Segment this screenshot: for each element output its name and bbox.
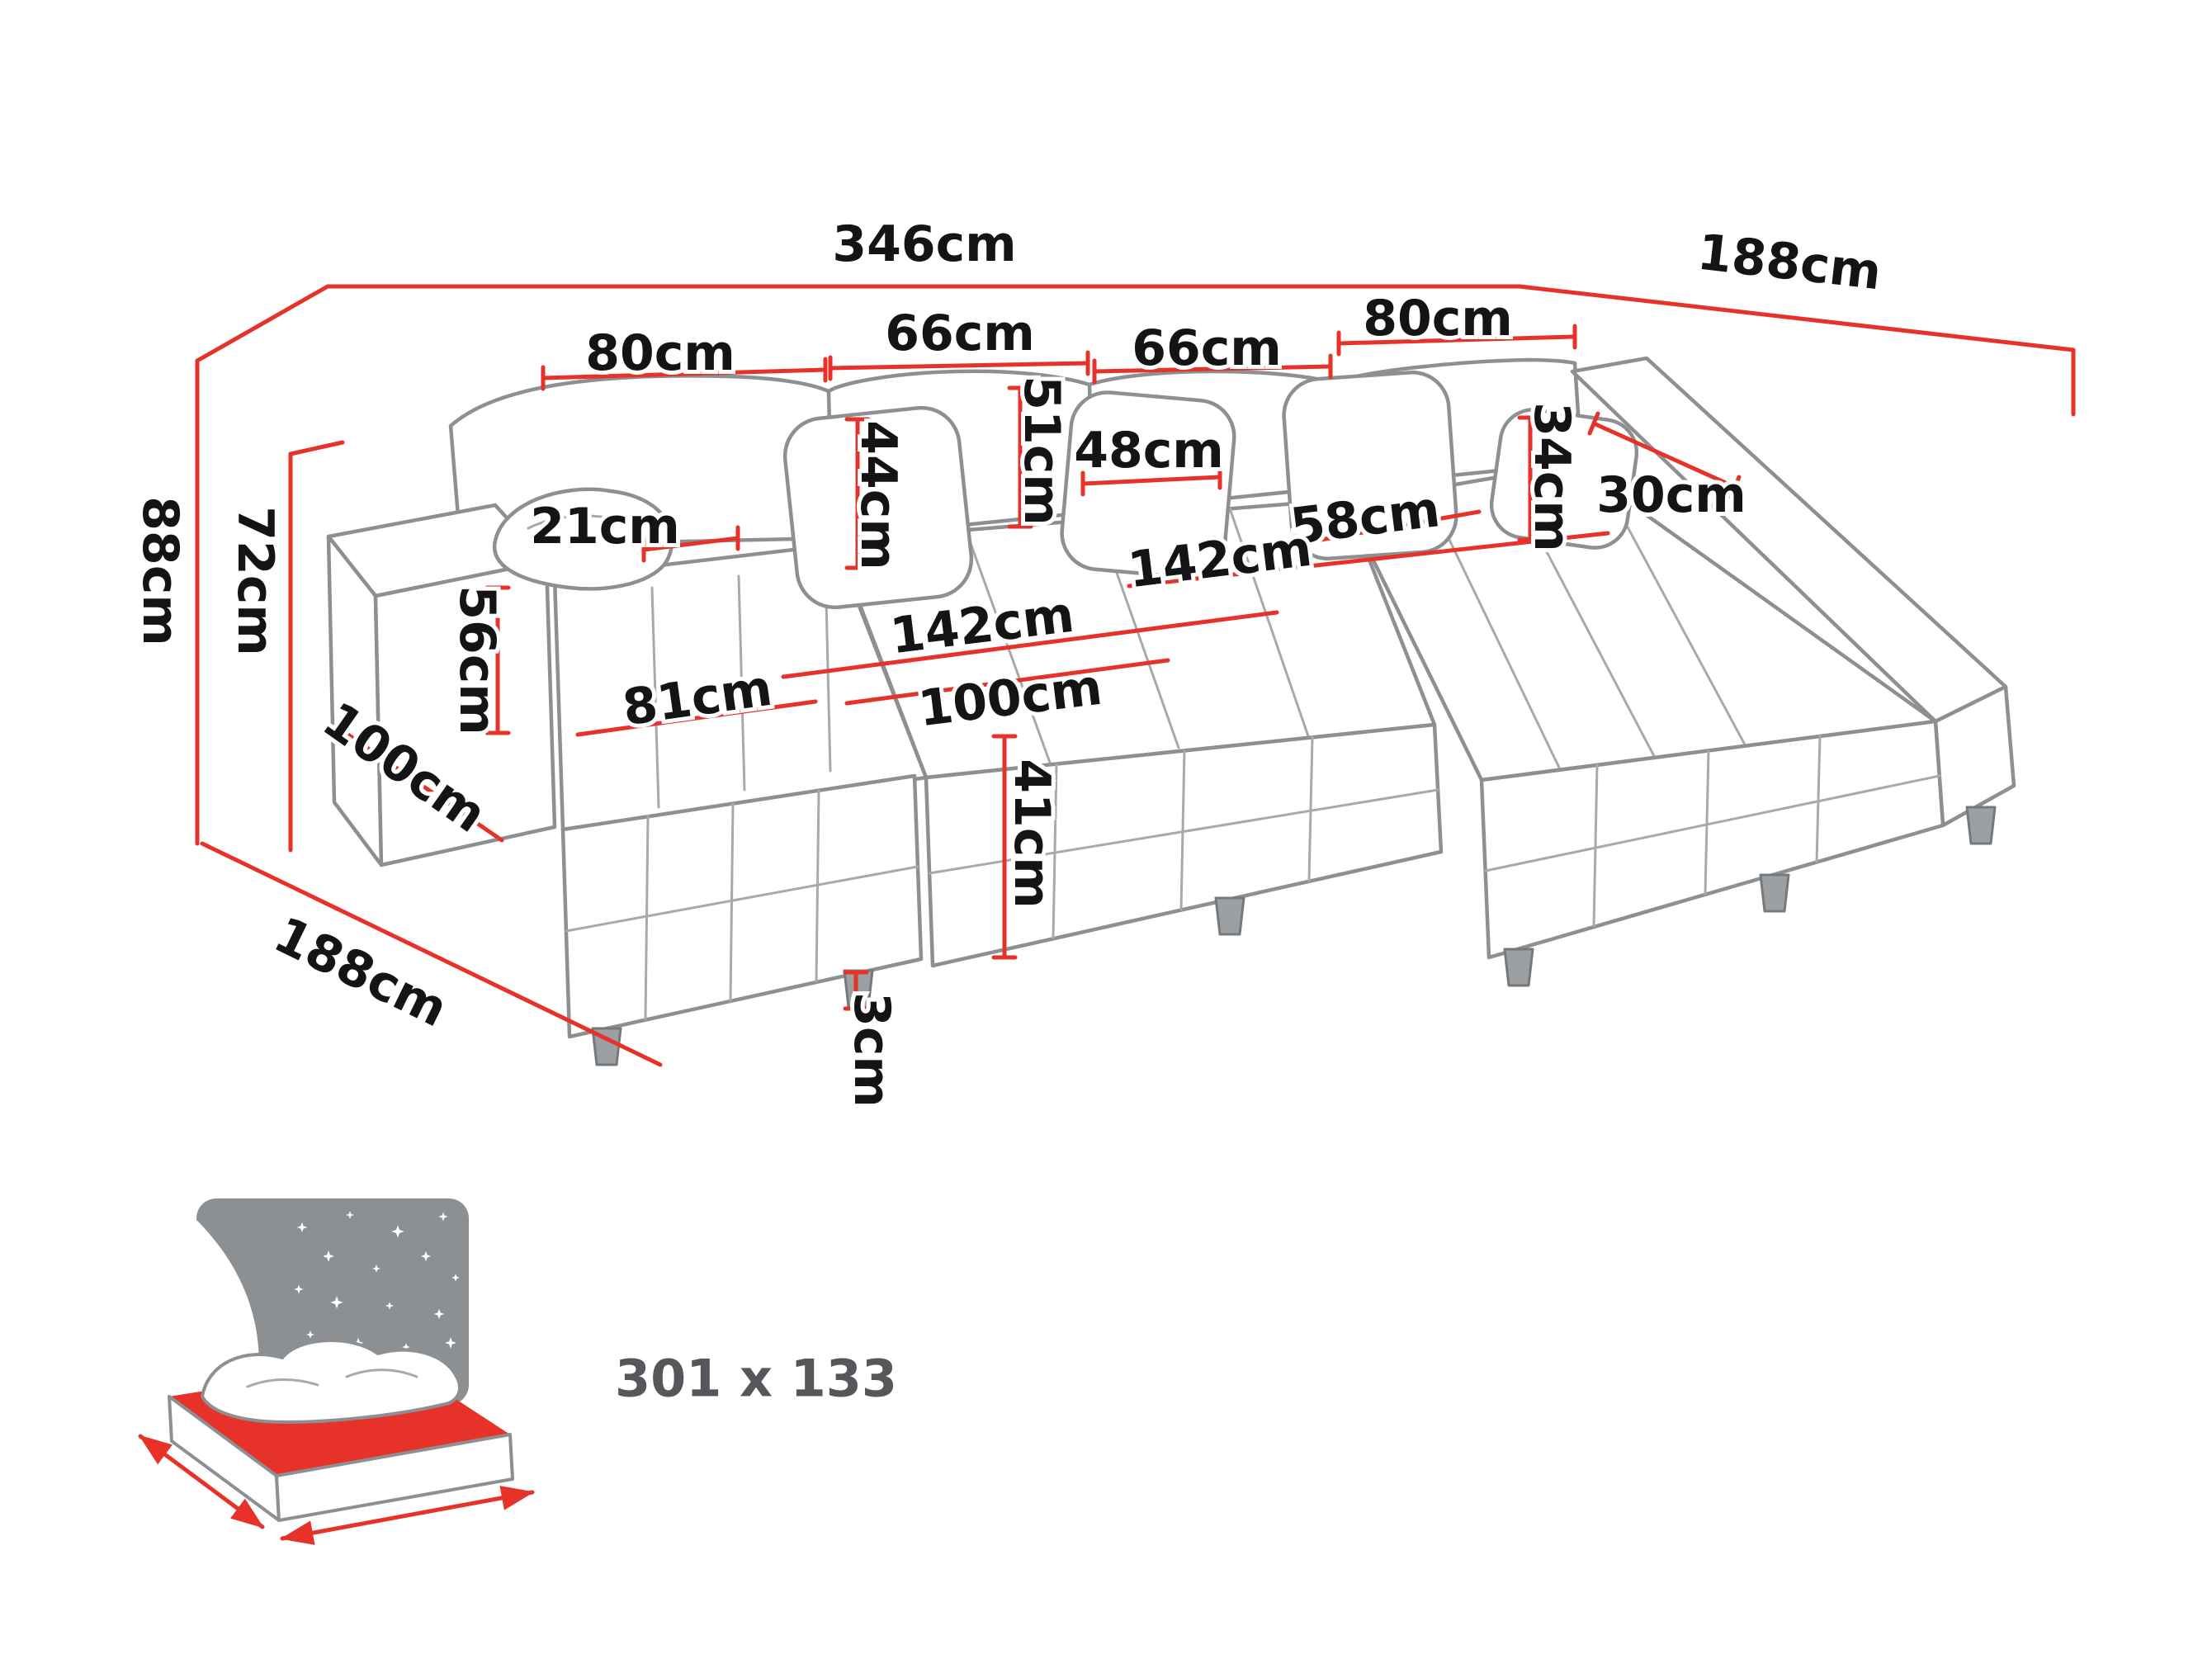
dimension-line-armrest-right-30 xyxy=(1591,421,1737,489)
dimension-line-armrest-depth-100 xyxy=(336,726,504,843)
channel-line xyxy=(737,574,746,792)
channel-line xyxy=(1592,763,1599,928)
label-armrest-right-30: 30cm xyxy=(1596,466,1746,524)
dimension-line-seat-front-100 xyxy=(844,658,1170,706)
channel-line xyxy=(729,802,735,1002)
back-pillow-34 xyxy=(1489,408,1639,550)
label-back-left: 80cm xyxy=(585,324,735,382)
back-pillow-48 xyxy=(1060,390,1236,579)
left-chaise-front xyxy=(560,773,924,1039)
dimension-line-seat-width-left-142 xyxy=(781,610,1279,679)
dimension-line-back-right xyxy=(1336,334,1577,346)
label-leg-height-3: 3cm xyxy=(843,992,900,1108)
dimension-line-back-left xyxy=(541,367,828,380)
label-total-width: 346cm xyxy=(832,215,1016,273)
armrest-pillow xyxy=(492,487,674,591)
label-armrest-height-56: 56cm xyxy=(448,585,506,735)
sofa-leg xyxy=(1965,806,1997,845)
channel-line xyxy=(650,586,660,809)
seam-line xyxy=(565,865,919,933)
frame-corner-line xyxy=(195,284,330,363)
label-depth-left: 188cm xyxy=(265,906,456,1039)
sofa-leg xyxy=(1759,873,1790,913)
label-back-mid-left: 66cm xyxy=(885,305,1035,362)
frame-tick xyxy=(288,440,345,456)
sleeping-area-label: 301 x 133 xyxy=(615,1349,897,1409)
left-armrest-front xyxy=(373,559,557,867)
dimension-line-back-mid-right xyxy=(1092,364,1333,374)
dim-tick xyxy=(1728,475,1742,499)
bed-width-arrow xyxy=(138,1434,265,1529)
dimension-lines xyxy=(195,284,2076,1067)
label-pillow-48: 48cm xyxy=(1074,422,1224,480)
channel-line xyxy=(1228,507,1310,738)
channel-line xyxy=(1307,735,1314,882)
back-pillow-44 xyxy=(782,405,974,610)
channel-line xyxy=(644,815,650,1021)
dimension-line-depth-right xyxy=(1517,284,2076,352)
seam-line xyxy=(1484,774,1941,872)
dimension-line-back-mid-left xyxy=(828,361,1090,371)
label-depth-right: 188cm xyxy=(1694,224,1884,302)
seam-line xyxy=(928,788,1439,875)
label-back-right: 80cm xyxy=(1363,290,1513,347)
bed-length-arrow xyxy=(280,1486,535,1545)
sofa-leg xyxy=(1214,896,1245,936)
channel-line xyxy=(1815,735,1822,863)
blanket-crease xyxy=(246,1378,319,1388)
dimension-line-seat-depth-58 xyxy=(1290,509,1482,547)
label-pillow-34: 34cm xyxy=(1523,402,1581,552)
bed-blanket xyxy=(201,1339,462,1424)
dimension-line-seat-width-right-142 xyxy=(1127,531,1610,588)
dimension-line-pillow-48 xyxy=(1080,475,1222,486)
label-total-height: 88cm xyxy=(131,496,189,646)
pillow-crease xyxy=(527,514,641,530)
label-back-cushion-height: 51cm xyxy=(1013,376,1071,526)
label-armrest-top-21: 21cm xyxy=(530,498,680,555)
sofa-drawing xyxy=(326,356,2016,1066)
label-back-mid-right: 66cm xyxy=(1132,319,1282,377)
sofa-leg xyxy=(1503,948,1534,987)
sleeping-area-icon: 301 x 133 xyxy=(138,1198,897,1545)
channel-line xyxy=(1179,749,1186,911)
channel-line xyxy=(1052,763,1058,939)
channel-line xyxy=(1704,749,1710,896)
dimension-line-armrest-top-21 xyxy=(641,536,740,552)
dim-tick xyxy=(1587,411,1600,436)
dimension-line-depth-left xyxy=(200,841,663,1067)
back-pillow xyxy=(1282,371,1458,560)
channel-line xyxy=(1426,494,1562,771)
blanket-crease xyxy=(345,1368,418,1378)
label-backrest-height: 72cm xyxy=(226,506,284,656)
dimension-line-chaise-width-81 xyxy=(575,699,818,737)
label-pillow-44: 44cm xyxy=(849,420,907,570)
label-seat-height-41: 41cm xyxy=(1003,759,1061,909)
